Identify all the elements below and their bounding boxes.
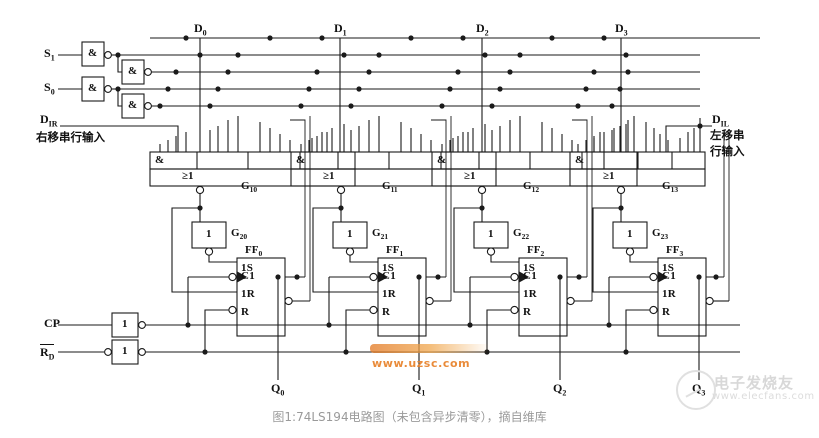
ff1-pin-1s: 1S — [382, 262, 395, 274]
and-row-symbol-g11: & — [296, 154, 306, 166]
and-row-symbol-g12: & — [437, 154, 447, 166]
figure-caption: 图1:74LS194电路图（未包含异步清零），摘自维库 — [272, 410, 547, 424]
inverter-symbol-g20: 1 — [206, 228, 212, 240]
data-input-label-d3: D3 — [615, 21, 628, 38]
ff3-pin-c1: C1 — [662, 270, 677, 282]
data-input-label-d2: D2 — [476, 21, 489, 38]
ff3-pin-1s: 1S — [662, 262, 675, 274]
flipflop-label-ff0: FF0 — [245, 244, 263, 259]
and-gate-symbol-s0: & — [88, 82, 98, 94]
watermark-logo-icon — [676, 370, 716, 410]
data-input-label-d1: D1 — [334, 21, 347, 38]
input-label-cp: CP — [44, 316, 60, 330]
gate-label-g23: G23 — [652, 227, 669, 242]
and-row-symbol-g10: & — [155, 154, 165, 166]
inverter-symbol-g22: 1 — [488, 228, 494, 240]
input-text-dir: 右移串行输入 — [36, 130, 105, 144]
ff2-pin-r: R — [523, 306, 532, 318]
ff0-pin-c1: C1 — [241, 270, 256, 282]
ff3-pin-1r: 1R — [662, 288, 677, 300]
output-label-q2: Q2 — [553, 381, 567, 398]
ff1-pin-r: R — [382, 306, 391, 318]
input-text-dil-line1: 左移串 — [710, 128, 745, 142]
inverter-symbol-g21: 1 — [347, 228, 353, 240]
ff3-pin-r: R — [662, 306, 671, 318]
watermark-site: www.elecfans.com — [712, 391, 815, 402]
ff1-pin-1r: 1R — [382, 288, 397, 300]
ff0-pin-r: R — [241, 306, 250, 318]
flipflop-label-ff3: FF3 — [666, 244, 684, 259]
ff1-pin-c1: C1 — [382, 270, 397, 282]
input-label-dil: DIL — [712, 112, 730, 129]
gate-label-g12: G12 — [523, 180, 540, 195]
and-gate-symbol-s1: & — [88, 47, 98, 59]
or-row-symbol-g13: ≥1 — [603, 170, 615, 182]
or-row-symbol-g12: ≥1 — [464, 170, 476, 182]
and-row-symbol-g13: & — [575, 154, 585, 166]
output-label-q1: Q1 — [412, 381, 426, 398]
ff0-pin-1s: 1S — [241, 262, 254, 274]
ff2-pin-1s: 1S — [523, 262, 536, 274]
watermark-uzsc: www.uzsc.com — [372, 357, 471, 370]
output-label-q0: Q0 — [271, 381, 285, 398]
and-gate-symbol-s1-inv: & — [128, 65, 138, 77]
inverter-symbol-rd: 1 — [122, 345, 128, 357]
flipflop-label-ff1: FF1 — [386, 244, 404, 259]
and-gate-symbol-s0-inv: & — [128, 99, 138, 111]
inverter-symbol-cp: 1 — [122, 318, 128, 330]
watermark-orange-streak — [370, 344, 490, 353]
gate-label-g13: G13 — [662, 180, 679, 195]
input-label-s1: S1 — [44, 46, 55, 63]
ff2-pin-c1: C1 — [523, 270, 538, 282]
ff2-pin-1r: 1R — [523, 288, 538, 300]
gate-label-g11: G11 — [382, 180, 398, 195]
ff0-pin-1r: 1R — [241, 288, 256, 300]
gate-label-g22: G22 — [513, 227, 530, 242]
watermark-brand: 电子发烧友 — [714, 374, 795, 392]
data-input-label-d0: D0 — [194, 21, 207, 38]
input-label-rd: RD — [40, 344, 55, 362]
or-row-symbol-g11: ≥1 — [323, 170, 335, 182]
gate-label-g21: G21 — [372, 227, 389, 242]
input-label-s0: S0 — [44, 80, 55, 97]
input-label-dir: DIR — [40, 112, 58, 129]
gate-label-g10: G10 — [241, 180, 258, 195]
inverter-symbol-g23: 1 — [627, 228, 633, 240]
input-text-dil-line2: 行输入 — [710, 144, 745, 158]
flipflop-label-ff2: FF2 — [527, 244, 545, 259]
or-row-symbol-g10: ≥1 — [182, 170, 194, 182]
gate-label-g20: G20 — [231, 227, 248, 242]
